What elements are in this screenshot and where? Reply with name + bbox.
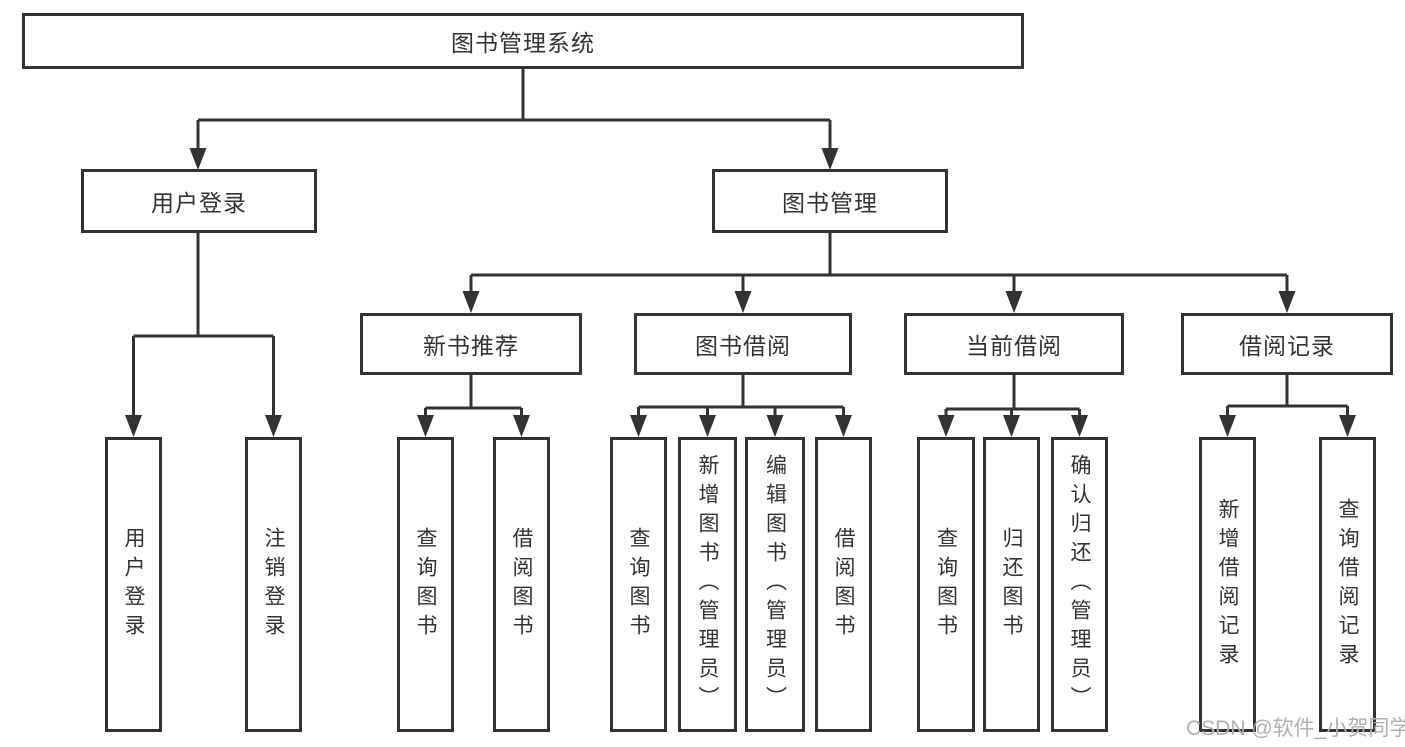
node-borrow-records-label: 借阅记录 [1239, 333, 1335, 359]
leaf-user-login: 用户登录 [105, 437, 162, 732]
leaf-logout: 注销登录 [245, 437, 302, 732]
connector-newbooks-to-leaves [417, 375, 530, 437]
leaf-current-confirm-return-admin: 确认归还（管理员） [1051, 437, 1108, 732]
node-book-borrow-label: 图书借阅 [695, 333, 791, 359]
node-borrow-records: 借阅记录 [1181, 313, 1393, 375]
leaf-records-query-borrow-record: 查询借阅记录 [1319, 437, 1376, 732]
leaf-borrow-edit-books-admin: 编辑图书（管理员） [745, 437, 805, 732]
leaf-newbooks-query-books: 查询图书 [397, 437, 454, 732]
node-current-borrow-label: 当前借阅 [966, 333, 1062, 359]
node-book-management-label: 图书管理 [782, 190, 878, 216]
leaf-user-login-label: 用户登录 [122, 526, 145, 643]
node-library-system: 图书管理系统 [22, 13, 1024, 69]
leaf-newbooks-query-books-label: 查询图书 [414, 526, 437, 643]
node-library-system-label: 图书管理系统 [451, 30, 595, 56]
leaf-borrow-borrow-books: 借阅图书 [815, 437, 872, 732]
leaf-records-query-borrow-record-label: 查询借阅记录 [1336, 497, 1359, 672]
node-user-login-label: 用户登录 [151, 190, 247, 216]
node-book-management: 图书管理 [712, 169, 948, 233]
leaf-current-query-books-label: 查询图书 [934, 526, 958, 643]
connector-root-to-level2 [189, 69, 839, 170]
leaf-newbooks-borrow-books: 借阅图书 [493, 437, 550, 732]
connector-userlogin-to-leaves [125, 233, 282, 437]
node-book-borrow: 图书借阅 [634, 313, 852, 375]
leaf-borrow-add-books-admin: 新增图书（管理员） [678, 437, 737, 732]
leaf-current-confirm-return-admin-label: 确认归还（管理员） [1068, 454, 1091, 715]
node-current-borrow: 当前借阅 [904, 313, 1124, 375]
connector-borrowrecords-to-leaves [1219, 375, 1356, 437]
node-user-login: 用户登录 [81, 169, 317, 233]
csdn-watermark: CSDN @软件_小贺同学 [1186, 717, 1405, 740]
leaf-borrow-query-books-label: 查询图书 [627, 526, 650, 643]
leaf-newbooks-borrow-books-label: 借阅图书 [510, 526, 533, 643]
node-new-book-recommend-label: 新书推荐 [423, 333, 519, 359]
leaf-borrow-query-books: 查询图书 [610, 437, 667, 732]
connector-bookborrow-to-leaves [630, 375, 852, 437]
connector-bookmgmt-to-level3 [462, 233, 1296, 313]
leaf-borrow-add-books-admin-label: 新增图书（管理员） [696, 454, 719, 715]
connector-currentborrow-to-leaves [937, 375, 1088, 437]
node-new-book-recommend: 新书推荐 [360, 313, 582, 375]
leaf-current-return-books: 归还图书 [983, 437, 1040, 732]
leaf-borrow-borrow-books-label: 借阅图书 [832, 526, 855, 643]
leaf-borrow-edit-books-admin-label: 编辑图书（管理员） [763, 454, 787, 715]
leaf-current-query-books: 查询图书 [917, 437, 975, 732]
leaf-records-add-borrow-record: 新增借阅记录 [1199, 437, 1256, 732]
leaf-logout-label: 注销登录 [262, 526, 285, 643]
leaf-current-return-books-label: 归还图书 [1000, 526, 1023, 643]
leaf-records-add-borrow-record-label: 新增借阅记录 [1216, 497, 1239, 672]
